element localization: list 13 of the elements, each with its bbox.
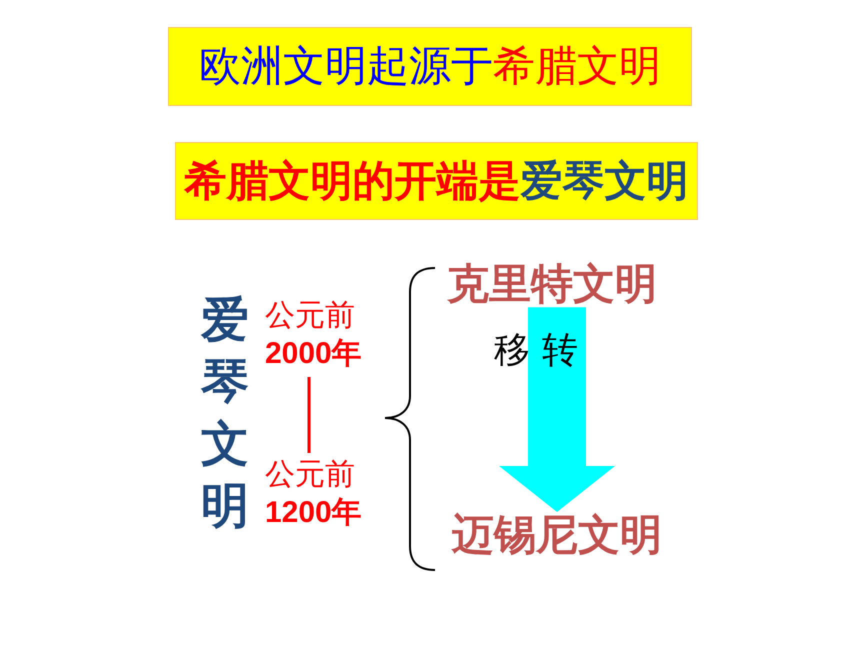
date-text: 公元前1200年 (265, 457, 363, 531)
block-arrow (499, 307, 615, 512)
sentence-text: 欧洲文明起源于 (199, 42, 493, 91)
vertical-title: 爱琴文明 (200, 293, 250, 535)
highlight-box (175, 142, 698, 220)
node-label: 迈锡尼文明 (452, 512, 662, 558)
edge-label: 移转 (494, 331, 590, 371)
highlighted-text: 希腊文明 (493, 42, 661, 91)
highlight-box (168, 27, 692, 106)
sentence-text: 希腊文明的开端是 (184, 156, 520, 206)
date-text: 公元前2000年 (265, 298, 363, 372)
highlighted-text: 爱琴文明 (520, 156, 688, 206)
node-label: 克里特文明 (447, 261, 657, 308)
